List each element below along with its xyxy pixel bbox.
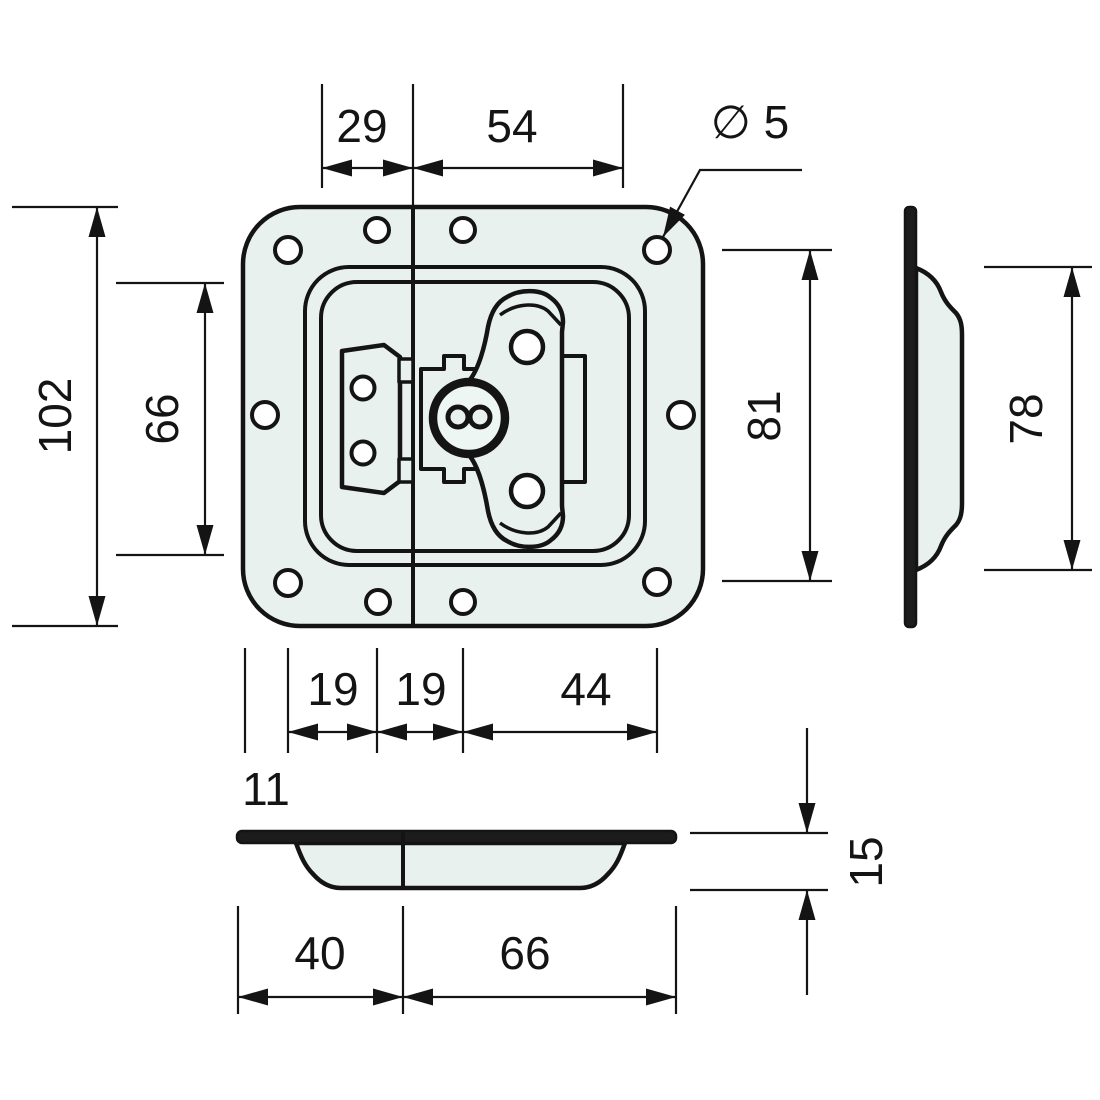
dim-label-11: 11: [242, 763, 290, 815]
hinge-knuckle-top: [397, 357, 415, 384]
dim-label-54: 54: [486, 100, 537, 152]
hinge-knuckle-bottom: [397, 457, 415, 484]
bracket-hole-top: [349, 374, 377, 402]
dim-label-19a: 19: [307, 663, 358, 715]
wing-fold-edge-top: [498, 303, 563, 327]
wing-hole-top: [508, 328, 546, 366]
dim-top-29-54: 29 54: [320, 84, 625, 206]
hinge-bracket: [339, 342, 403, 496]
dim-left-66: 66: [116, 281, 224, 557]
dim-label-66b: 66: [499, 927, 550, 979]
side-flange: [903, 205, 918, 629]
section-dish-profile: [293, 840, 628, 891]
recess-dish-inner-rim: [319, 280, 631, 553]
wing-hole-bottom: [508, 472, 546, 510]
front-view: [240, 204, 706, 629]
dim-right-81: 81: [722, 248, 832, 583]
dim-label-66: 66: [136, 393, 188, 444]
dim-label-dia5: ∅ 5: [711, 96, 789, 148]
bracket-hole-bottom: [349, 439, 377, 467]
rosette-hole-left: [445, 404, 471, 430]
dim-label-44: 44: [560, 663, 611, 715]
dim-bottom-40-66: 40 66: [236, 906, 678, 1014]
plate-screw-holes: [250, 216, 696, 616]
section-plate: [235, 829, 678, 845]
side-dish-profile: [913, 265, 965, 573]
strike-plate: [559, 354, 587, 484]
side-view: [903, 205, 965, 629]
dim-right-78: 78: [984, 265, 1092, 572]
dim-label-81: 81: [738, 390, 790, 441]
dim-label-40: 40: [294, 927, 345, 979]
dim-label-19b: 19: [395, 663, 446, 715]
dim-label-15: 15: [840, 836, 892, 887]
dim-label-102: 102: [29, 378, 81, 455]
dim-label-78: 78: [1000, 393, 1052, 444]
dim-label-29: 29: [336, 100, 387, 152]
wing-fold-edge-bottom: [498, 511, 563, 535]
dim-depth-15: 15: [690, 728, 892, 995]
dim-hole-pitch-row: 19 19 44 11: [242, 648, 659, 815]
recess-dish-outer-rim: [303, 265, 647, 567]
dim-hole-callout: ∅ 5: [662, 96, 802, 238]
dim-left-102: 102: [12, 205, 118, 628]
rosette-hole-right: [467, 404, 493, 430]
section-view: [235, 829, 678, 891]
dimensions: 29 54 ∅ 5 102 66 81: [12, 84, 1092, 1014]
